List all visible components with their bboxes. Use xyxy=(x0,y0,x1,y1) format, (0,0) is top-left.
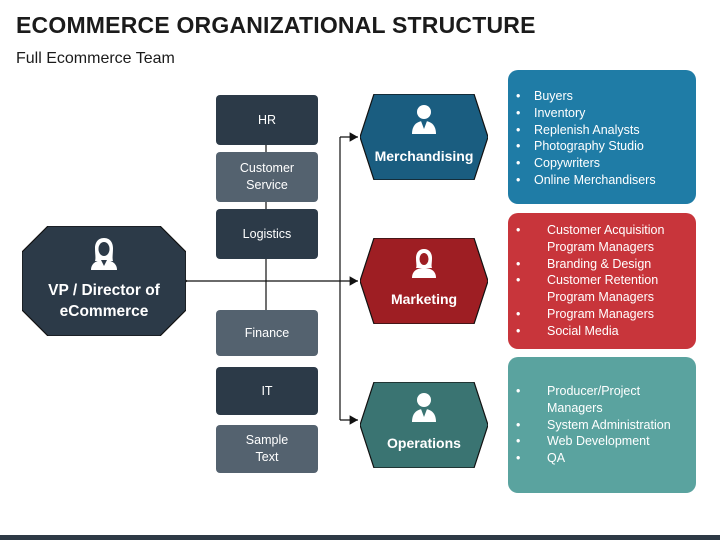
merchandising-list: Buyers Inventory Replenish Analysts Phot… xyxy=(508,70,696,189)
operations-card: Producer/Project Managers System Adminis… xyxy=(508,357,696,493)
department-customer-service: Customer Service xyxy=(216,152,318,202)
marketing-card: Customer Acquisition Program Managers Br… xyxy=(508,213,696,349)
merchandising-card: Buyers Inventory Replenish Analysts Phot… xyxy=(508,70,696,204)
list-item: System Administration xyxy=(508,417,686,434)
person-icon xyxy=(412,105,436,134)
marketing-list: Customer Acquisition Program Managers Br… xyxy=(508,213,696,340)
list-item: Online Merchandisers xyxy=(508,172,696,189)
department-it: IT xyxy=(216,367,318,415)
list-item: Copywriters xyxy=(508,155,696,172)
operations-list: Producer/Project Managers System Adminis… xyxy=(508,357,696,467)
list-item: Branding & Design xyxy=(508,256,684,273)
division-marketing: Marketing xyxy=(360,238,488,324)
list-item: Social Media xyxy=(508,323,684,340)
division-merchandising: Merchandising xyxy=(360,94,488,180)
vp-node: VP / Director of eCommerce xyxy=(22,226,186,336)
page-title: ECOMMERCE ORGANIZATIONAL STRUCTURE xyxy=(16,12,536,38)
footer-bar xyxy=(0,535,720,540)
division-operations: Operations xyxy=(360,382,488,468)
list-item: Buyers xyxy=(508,88,696,105)
department-sample-text: Sample Text xyxy=(216,425,318,473)
list-item: QA xyxy=(508,450,686,467)
list-item: Photography Studio xyxy=(508,138,696,155)
list-item: Replenish Analysts xyxy=(508,122,696,139)
department-hr: HR xyxy=(216,95,318,145)
person-icon xyxy=(91,238,117,270)
division-marketing-label: Marketing xyxy=(390,291,458,307)
division-operations-label: Operations xyxy=(387,435,461,451)
list-item: Customer Retention Program Managers xyxy=(508,272,684,306)
list-item: Customer Acquisition Program Managers xyxy=(508,222,684,256)
person-icon xyxy=(412,249,436,278)
vp-label: VP / Director of eCommerce xyxy=(48,282,160,320)
division-merchandising-label: Merchandising xyxy=(374,148,474,164)
list-item: Producer/Project Managers xyxy=(508,383,686,417)
department-finance: Finance xyxy=(216,310,318,356)
page-subtitle: Full Ecommerce Team xyxy=(16,50,175,67)
list-item: Program Managers xyxy=(508,306,684,323)
person-icon xyxy=(412,393,436,422)
list-item: Inventory xyxy=(508,105,696,122)
department-logistics: Logistics xyxy=(216,209,318,259)
list-item: Web Development xyxy=(508,433,686,450)
